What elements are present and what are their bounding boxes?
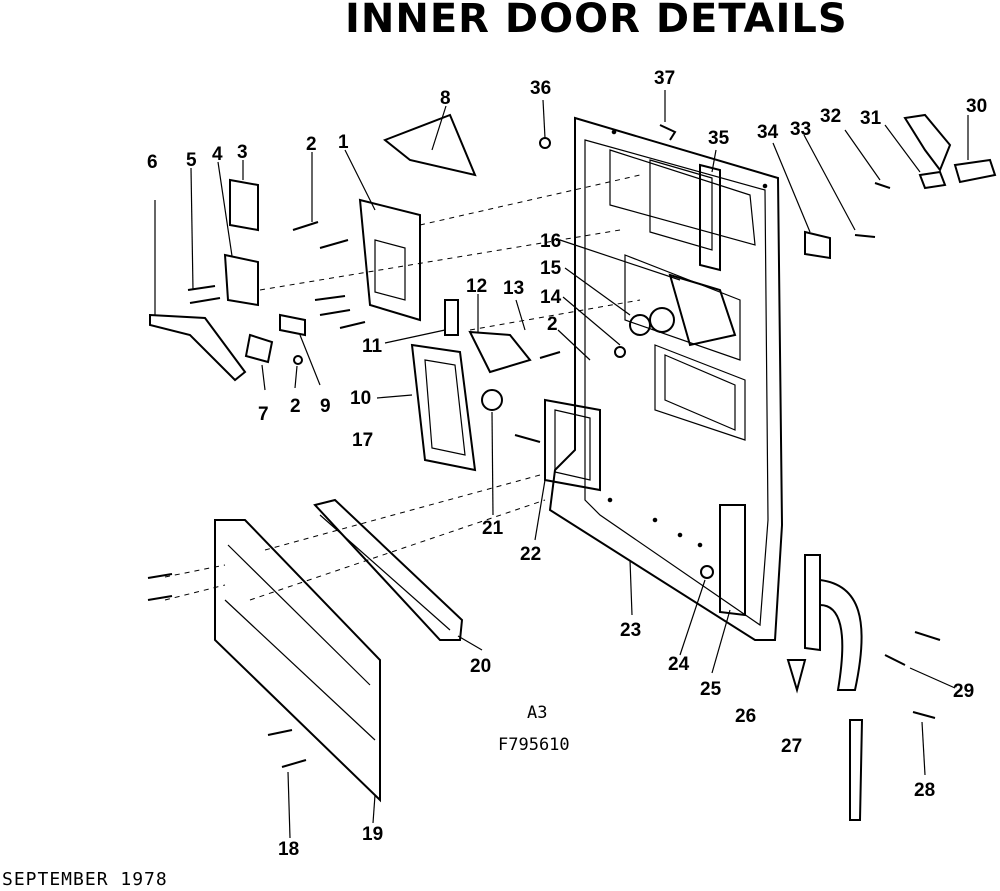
- callout-4: 4: [212, 144, 223, 165]
- door-latch-bracket: [544, 398, 601, 492]
- diagram-title: INNER DOOR DETAILS: [345, 0, 848, 42]
- callout-19: 19: [362, 824, 383, 845]
- callout-3: 3: [237, 142, 248, 163]
- pivot-bracket: [668, 273, 737, 347]
- switch-bracket: [223, 253, 259, 307]
- callout-2: 2: [306, 134, 317, 155]
- callout-28: 28: [914, 780, 935, 801]
- callout-33: 33: [790, 119, 811, 140]
- callout-34: 34: [757, 122, 779, 143]
- callout-17: 17: [352, 430, 373, 451]
- bottom-trim-panel: [214, 519, 381, 803]
- support-bracket: [699, 163, 721, 272]
- callout-6: 6: [147, 152, 158, 173]
- door-handle: [410, 343, 477, 472]
- callout-20: 20: [470, 656, 491, 677]
- callout-2: 2: [290, 396, 301, 417]
- callout-9: 9: [320, 396, 331, 417]
- callout-22: 22: [520, 544, 541, 565]
- inner-door-panel: [548, 116, 784, 641]
- cam: [279, 313, 306, 337]
- stud: [444, 299, 459, 336]
- callout-11: 11: [362, 336, 383, 357]
- callout-35: 35: [708, 128, 730, 149]
- latch-assembly: [358, 198, 421, 322]
- clip-nut: [918, 170, 947, 190]
- callout-labels: 1 2 2 2 3 4 5 6 7 8 9 10 11 12 13 14 15 …: [147, 68, 987, 860]
- callout-29: 29: [953, 681, 974, 702]
- part-number: F795610: [498, 735, 570, 755]
- top-bracket: [383, 113, 477, 177]
- callout-18: 18: [278, 839, 299, 860]
- callout-21: 21: [482, 518, 504, 539]
- spring: [953, 158, 997, 184]
- callout-25: 25: [700, 679, 722, 700]
- alignment-lines: [164, 174, 641, 601]
- callout-24: 24: [668, 654, 690, 675]
- callout-27: 27: [781, 736, 802, 757]
- door-switch: [229, 178, 259, 232]
- screws: [147, 124, 941, 768]
- callout-26: 26: [735, 706, 756, 727]
- actuator: [244, 333, 274, 364]
- callout-30: 30: [966, 96, 987, 117]
- callout-14: 14: [540, 287, 562, 308]
- figure-code: A3: [527, 703, 548, 723]
- side-strike-plate: [719, 504, 746, 617]
- clip: [804, 230, 831, 260]
- roller: [481, 389, 503, 411]
- mounting-bracket: [149, 313, 247, 382]
- callout-12: 12: [466, 276, 487, 297]
- callout-37: 37: [654, 68, 675, 89]
- callout-5: 5: [186, 150, 197, 171]
- callout-2: 2: [547, 314, 558, 335]
- channel-strip: [313, 498, 464, 641]
- callout-31: 31: [860, 108, 882, 129]
- callout-23: 23: [620, 620, 641, 641]
- callout-36: 36: [530, 78, 551, 99]
- callout-32: 32: [820, 106, 841, 127]
- leader-lines: [190, 90, 969, 839]
- callout-8: 8: [440, 88, 451, 109]
- bumper: [903, 113, 952, 173]
- latch: [468, 330, 532, 374]
- callout-15: 15: [540, 258, 562, 279]
- publication-date: SEPTEMBER 1978: [2, 869, 168, 890]
- hinge-arm: [804, 554, 821, 652]
- callout-1: 1: [338, 132, 349, 153]
- hinge-pin: [849, 719, 864, 821]
- callout-10: 10: [350, 388, 371, 409]
- callout-13: 13: [503, 278, 524, 299]
- callout-7: 7: [258, 404, 269, 425]
- callout-16: 16: [540, 231, 561, 252]
